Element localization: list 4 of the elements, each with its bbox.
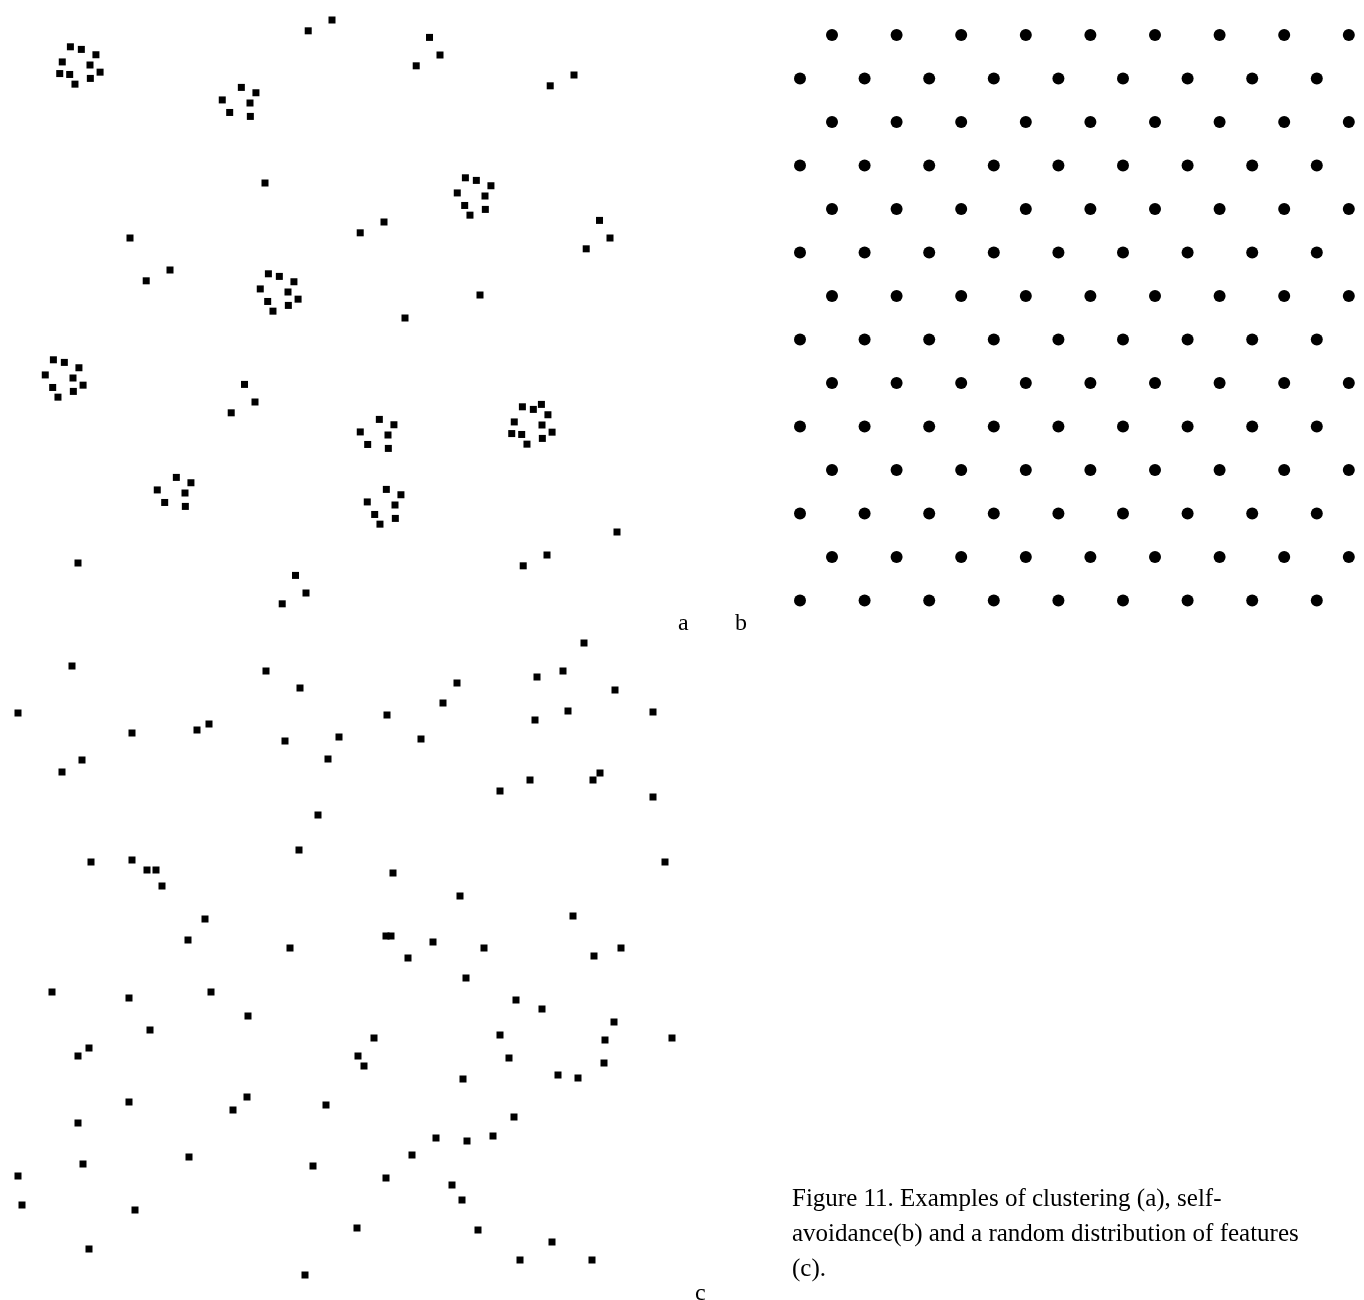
panel-label: b	[735, 610, 747, 634]
panel-label: c	[695, 1280, 706, 1300]
panel-label: a	[678, 610, 689, 634]
figure-caption: Figure 11. Examples of clustering (a), self-avoidance(b) and a random distribution of features (c).	[792, 1183, 1300, 1284]
